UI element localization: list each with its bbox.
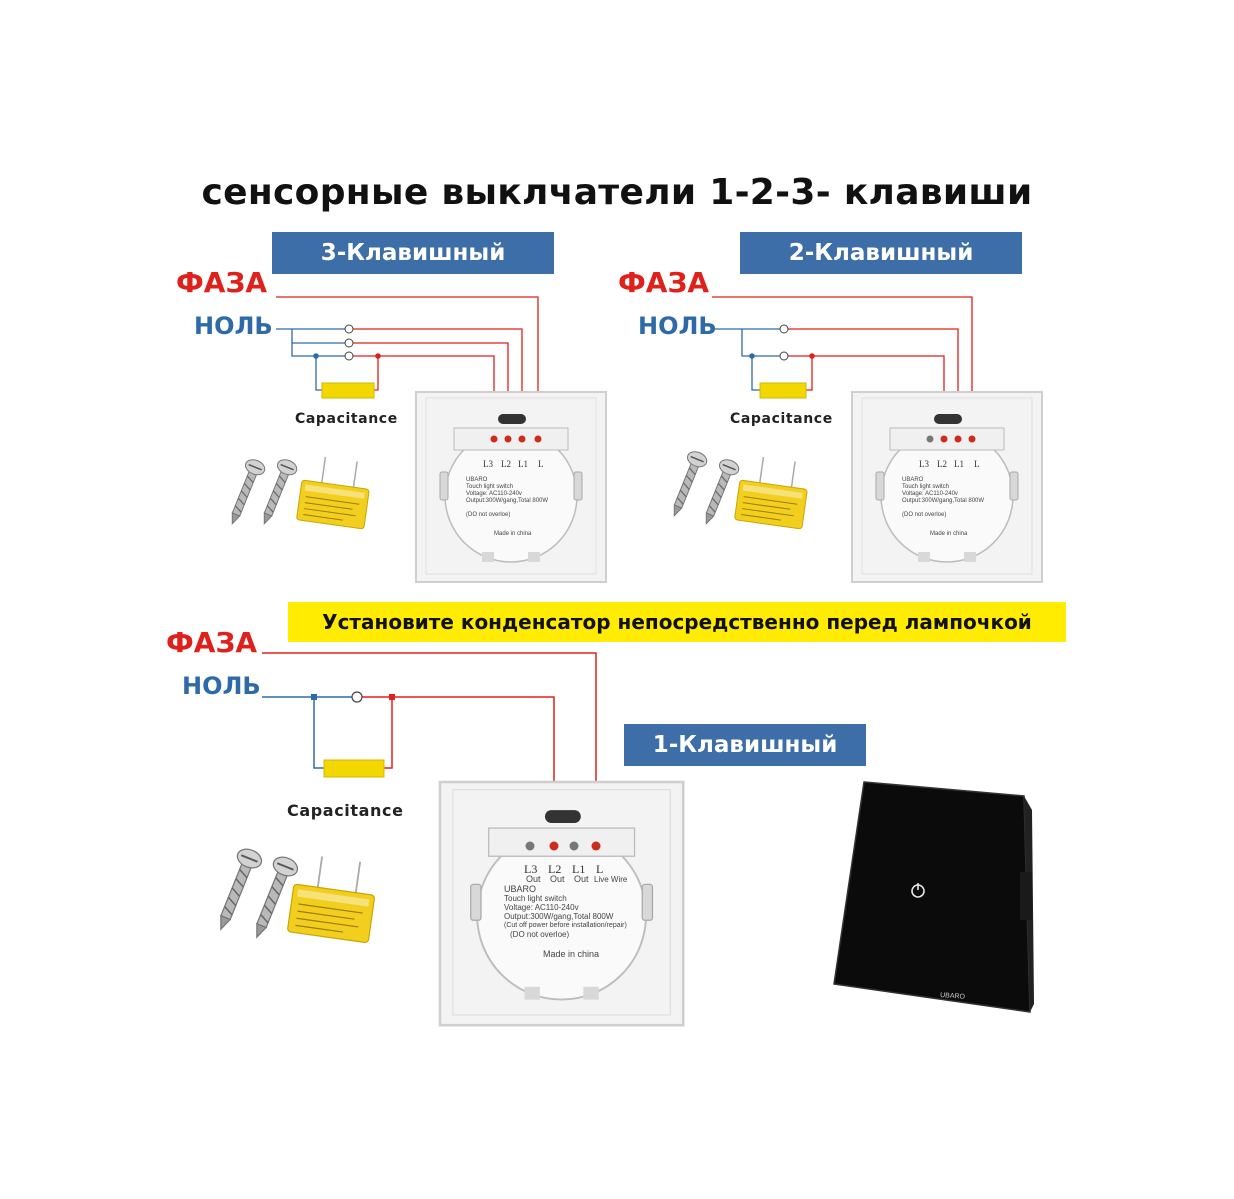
terminal-l2: L2 bbox=[937, 459, 947, 469]
tag-1-gang: 1-Клавишный bbox=[624, 724, 866, 766]
panel-spec-5: (DO not overloe) bbox=[902, 512, 946, 518]
screws-2 bbox=[664, 448, 710, 521]
capacitor-1 bbox=[286, 852, 381, 944]
terminal-l1: L1 bbox=[954, 459, 964, 469]
panel-spec-3: Output:300W/gang,Total 800W bbox=[504, 912, 614, 921]
panel-spec-5: (DO not overloe) bbox=[466, 512, 510, 518]
panel-brand: UBARO bbox=[902, 477, 924, 483]
panel-made-in: Made in china bbox=[930, 531, 968, 537]
phase-label-1: ФАЗА bbox=[166, 626, 257, 659]
phase-label-2: ФАЗА bbox=[618, 266, 709, 299]
panel-made-in: Made in china bbox=[494, 531, 532, 537]
screws-1 bbox=[208, 844, 266, 935]
terminal-l: L bbox=[596, 862, 603, 876]
panel-spec-1: Touch light switch bbox=[902, 484, 949, 490]
panel-sub-out-2: Out bbox=[550, 874, 565, 884]
panel-spec-1: Touch light switch bbox=[466, 484, 513, 490]
terminal-l2: L2 bbox=[501, 459, 511, 469]
panel-spec-2: Voltage: AC110-240v bbox=[504, 903, 579, 912]
glass-brand: UBARO bbox=[940, 992, 966, 1001]
terminal-l3: L3 bbox=[483, 459, 493, 469]
panel-spec-2: Voltage: AC110-240v bbox=[466, 491, 522, 497]
terminal-l3: L3 bbox=[524, 862, 537, 876]
capacitance-label-1: Capacitance bbox=[287, 801, 404, 820]
neutral-label-2: НОЛЬ bbox=[638, 312, 717, 340]
panel-made-in: Made in china bbox=[543, 949, 599, 959]
glass-switch-photo: UBARO bbox=[833, 781, 1034, 1013]
panel-spec-3: Output:300W/gang,Total 800W bbox=[466, 498, 548, 504]
terminal-l1: L1 bbox=[572, 862, 585, 876]
panel-spec-5: (DO not overloe) bbox=[510, 930, 569, 939]
neutral-label-1: НОЛЬ bbox=[182, 672, 261, 700]
capacitance-label-2: Capacitance bbox=[730, 411, 833, 427]
terminal-l1: L1 bbox=[518, 459, 528, 469]
capacitor-2 bbox=[733, 453, 812, 530]
panel-spec-3: Output:300W/gang,Total 800W bbox=[902, 498, 984, 504]
capacitor-3 bbox=[295, 453, 374, 530]
terminal-l: L bbox=[974, 459, 980, 469]
terminal-l3: L3 bbox=[919, 459, 929, 469]
panel-sub-out-1: Out bbox=[526, 874, 541, 884]
panel-spec-2: Voltage: AC110-240v bbox=[902, 491, 958, 497]
diagram-title: сенсорные выклчатели 1-2-3- клавиши bbox=[201, 172, 1033, 213]
instruction-banner: Установите конденсатор непосредственно п… bbox=[288, 602, 1066, 642]
terminal-l: L bbox=[538, 459, 544, 469]
phase-label-3: ФАЗА bbox=[176, 266, 267, 299]
panel-spec-4: (Cut off power before installation/repai… bbox=[504, 922, 627, 929]
neutral-label-3: НОЛЬ bbox=[194, 312, 273, 340]
panel-sub-out-3: Out bbox=[574, 874, 589, 884]
tag-3-gang: 3-Клавишный bbox=[272, 232, 554, 274]
panel-brand: UBARO bbox=[466, 477, 488, 483]
panel-spec-1: Touch light switch bbox=[504, 894, 567, 903]
panel-sub-live: Live Wire bbox=[594, 875, 628, 884]
panel-brand: UBARO bbox=[504, 884, 536, 894]
tag-2-gang: 2-Клавишный bbox=[740, 232, 1022, 274]
one-gang-wiring bbox=[262, 652, 597, 836]
three-gang-wiring bbox=[276, 296, 539, 428]
screws-3 bbox=[222, 456, 268, 529]
capacitance-label-3: Capacitance bbox=[295, 411, 398, 427]
terminal-l2: L2 bbox=[548, 862, 561, 876]
